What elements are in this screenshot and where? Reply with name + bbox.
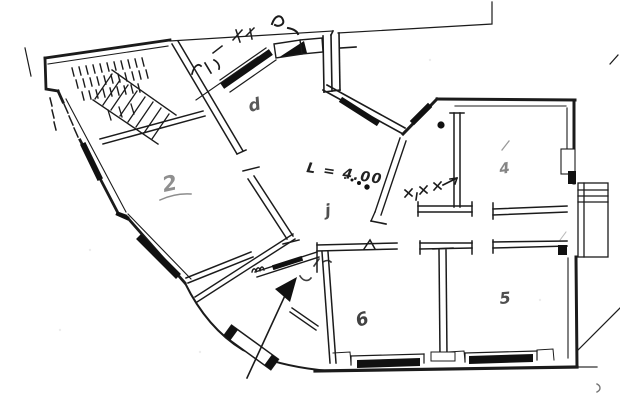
room-mark-left-room: 2 xyxy=(160,170,179,197)
pen-mark-near-arrow xyxy=(298,257,333,282)
pen-mark-crosses-top xyxy=(211,26,256,55)
bay-steps xyxy=(558,182,609,258)
room-mark-hall: j xyxy=(320,200,332,220)
pen-mark-room4 xyxy=(501,140,510,151)
arrowhead xyxy=(275,277,297,302)
stair-rail-lower xyxy=(92,99,159,145)
diagonal-window-wall xyxy=(321,83,407,136)
window-black-fill xyxy=(558,245,567,255)
entrance-stair xyxy=(195,37,324,101)
room-mark-vestibule: d xyxy=(246,94,264,117)
pen-marks xyxy=(159,15,601,393)
room-mark-bottom-mid-room: 6 xyxy=(353,308,371,332)
pen-mark-underline xyxy=(159,193,192,201)
column-dot xyxy=(437,121,445,129)
entrance-door xyxy=(222,324,280,371)
left-room-walls xyxy=(99,103,300,284)
exterior-walls xyxy=(43,29,579,373)
boundary-tick xyxy=(609,54,619,65)
bottom-rooms-walls xyxy=(321,247,555,368)
stair-hatching xyxy=(71,57,149,101)
pen-mark-m xyxy=(251,266,265,274)
bottom-window-left xyxy=(332,351,425,368)
dimension-note: L = 4.00 xyxy=(305,160,384,188)
window-black-fill xyxy=(568,171,576,184)
handwritten-annotations: L = 4.00 2 d j 4 6 5 xyxy=(160,94,511,332)
door-leaf xyxy=(362,238,377,251)
scan-speckles xyxy=(58,58,542,354)
window-black-fill xyxy=(79,141,181,279)
entrance-jamb-walls xyxy=(322,29,357,93)
wall-alcove xyxy=(560,148,576,175)
room-mark-top-right-room: 4 xyxy=(497,159,511,178)
stair-rail-upper xyxy=(111,69,177,116)
pen-mark-x-trail xyxy=(403,176,459,201)
room-mark-bottom-right-room: 5 xyxy=(499,288,512,308)
property-boundary xyxy=(24,1,620,368)
corridor-walls xyxy=(316,121,568,273)
pen-mark-dots xyxy=(344,177,370,190)
hall-partitions xyxy=(194,137,407,331)
pen-mark-vestibule xyxy=(190,58,221,76)
entrance-arrow xyxy=(245,277,297,380)
dashed-wall-window xyxy=(49,97,79,138)
staircase xyxy=(71,39,247,156)
handrail-line xyxy=(195,56,259,101)
wall-ticks xyxy=(107,103,135,121)
threshold xyxy=(430,351,456,362)
top-right-room-walls xyxy=(449,112,576,208)
bottom-window-right xyxy=(447,348,555,364)
pen-mark-top xyxy=(270,15,300,36)
pen-mark-bottom xyxy=(596,383,601,393)
stair-steps xyxy=(94,73,170,140)
